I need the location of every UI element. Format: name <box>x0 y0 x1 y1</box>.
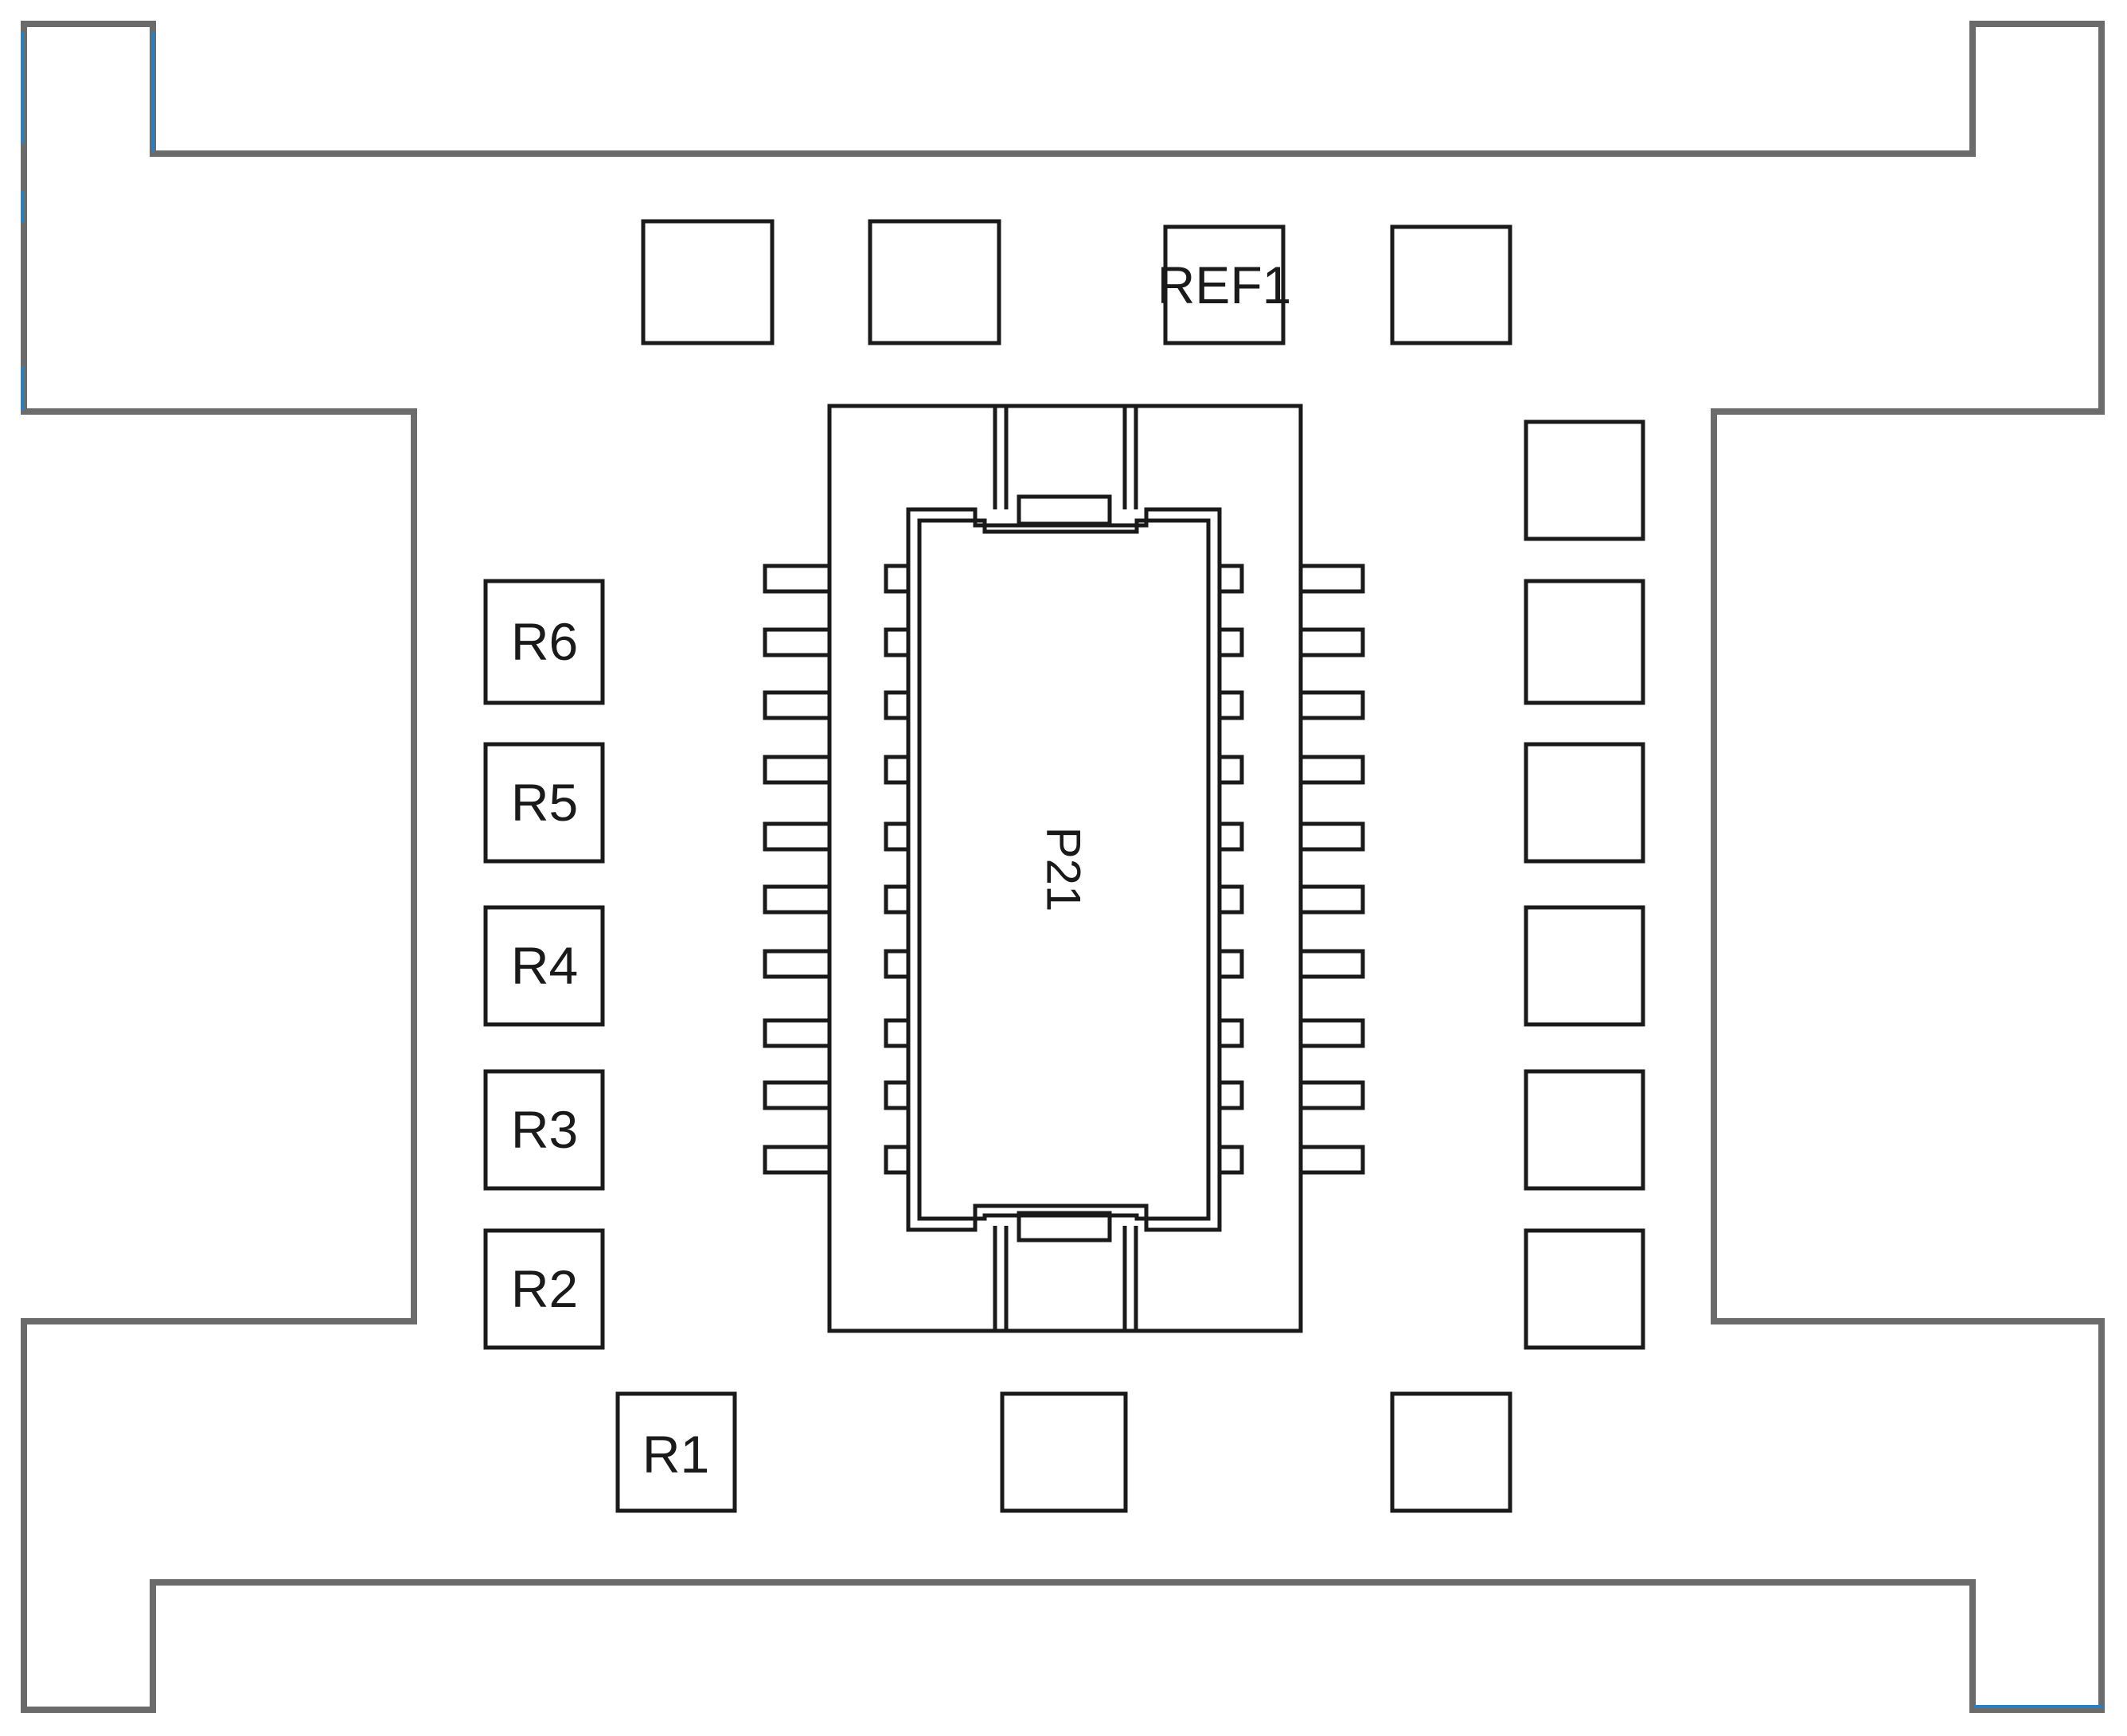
pin-left-inner-4 <box>884 755 911 785</box>
board-edge-accents <box>21 32 2103 1708</box>
pin-right-outer-9 <box>1298 1080 1365 1110</box>
pad-top-1 <box>641 219 775 345</box>
pin-right-outer-7 <box>1298 949 1365 979</box>
pad-right-1 <box>1524 419 1645 541</box>
pin-right-inner-9 <box>1217 1080 1244 1110</box>
p21-label: P21 <box>1037 827 1091 912</box>
connector-top-latch <box>1017 494 1112 526</box>
pin-right-outer-8 <box>1298 1018 1365 1048</box>
pin-left-inner-6 <box>884 884 911 915</box>
r4-label: R4 <box>511 936 578 995</box>
r1-label: R1 <box>642 1425 709 1484</box>
r5-label: R5 <box>511 773 578 832</box>
connector-body <box>827 404 1303 1333</box>
pad-right-4 <box>1524 905 1645 1027</box>
pad-bottom-2 <box>1000 1391 1128 1513</box>
pad-right-5 <box>1524 1069 1645 1191</box>
board-outline <box>21 21 2105 1713</box>
pad-r3 <box>483 1069 605 1191</box>
pin-right-outer-10 <box>1298 1145 1365 1175</box>
pin-left-inner-8 <box>884 1018 911 1048</box>
pin-left-inner-5 <box>884 821 911 852</box>
top-pad-row <box>641 219 1512 345</box>
pad-r2 <box>483 1228 605 1350</box>
pad-r5 <box>483 742 605 864</box>
pad-ref1 <box>1163 224 1286 345</box>
r2-label: R2 <box>511 1259 578 1318</box>
pad-right-3 <box>1524 742 1645 864</box>
right-pad-column <box>1524 419 1645 1350</box>
pad-bottom-3 <box>1390 1391 1512 1513</box>
pin-left-inner-2 <box>884 627 911 657</box>
r6-label: R6 <box>511 612 578 671</box>
pin-left-outer-7 <box>763 949 832 979</box>
pin-right-outer-3 <box>1298 690 1365 720</box>
pad-top-2 <box>868 219 1001 345</box>
pin-left-outer-1 <box>763 564 832 594</box>
pad-r1 <box>615 1391 737 1513</box>
ref1-label: REF1 <box>1157 256 1292 314</box>
pin-left-inner-1 <box>884 564 911 594</box>
connector-p21 <box>827 404 1303 1333</box>
pin-left-outer-4 <box>763 755 832 785</box>
pin-left-outer-2 <box>763 627 832 657</box>
pin-right-outer-6 <box>1298 884 1365 915</box>
pad-right-6 <box>1524 1228 1645 1350</box>
pin-right-inner-5 <box>1217 821 1244 852</box>
pin-left-outer-9 <box>763 1080 832 1110</box>
pin-left-inner-10 <box>884 1145 911 1175</box>
connector-pins <box>763 564 1365 1175</box>
pad-r4 <box>483 905 605 1027</box>
pin-right-inner-4 <box>1217 755 1244 785</box>
r3-label: R3 <box>511 1100 578 1159</box>
pin-right-inner-10 <box>1217 1145 1244 1175</box>
pin-left-outer-8 <box>763 1018 832 1048</box>
connector-bottom-latch <box>1017 1211 1112 1243</box>
pin-right-inner-6 <box>1217 884 1244 915</box>
pad-right-2 <box>1524 579 1645 705</box>
pin-right-inner-1 <box>1217 564 1244 594</box>
left-pad-column <box>483 579 605 1350</box>
pin-right-outer-1 <box>1298 564 1365 594</box>
pin-left-inner-3 <box>884 690 911 720</box>
pin-left-outer-6 <box>763 884 832 915</box>
pin-right-outer-4 <box>1298 755 1365 785</box>
pin-left-inner-9 <box>884 1080 911 1110</box>
pad-top-4 <box>1390 224 1512 345</box>
pin-left-outer-3 <box>763 690 832 720</box>
pin-left-outer-10 <box>763 1145 832 1175</box>
pin-left-outer-5 <box>763 821 832 852</box>
pin-right-outer-5 <box>1298 821 1365 852</box>
pin-right-inner-3 <box>1217 690 1244 720</box>
pin-right-inner-2 <box>1217 627 1244 657</box>
pin-right-inner-8 <box>1217 1018 1244 1048</box>
pad-r6 <box>483 579 605 705</box>
connector-inner-housing-outer <box>906 507 1222 1232</box>
pin-right-inner-7 <box>1217 949 1244 979</box>
pin-right-outer-2 <box>1298 627 1365 657</box>
connector-inner-housing-inner <box>917 518 1211 1221</box>
pin-left-inner-7 <box>884 949 911 979</box>
bottom-pad-row <box>615 1391 1512 1513</box>
